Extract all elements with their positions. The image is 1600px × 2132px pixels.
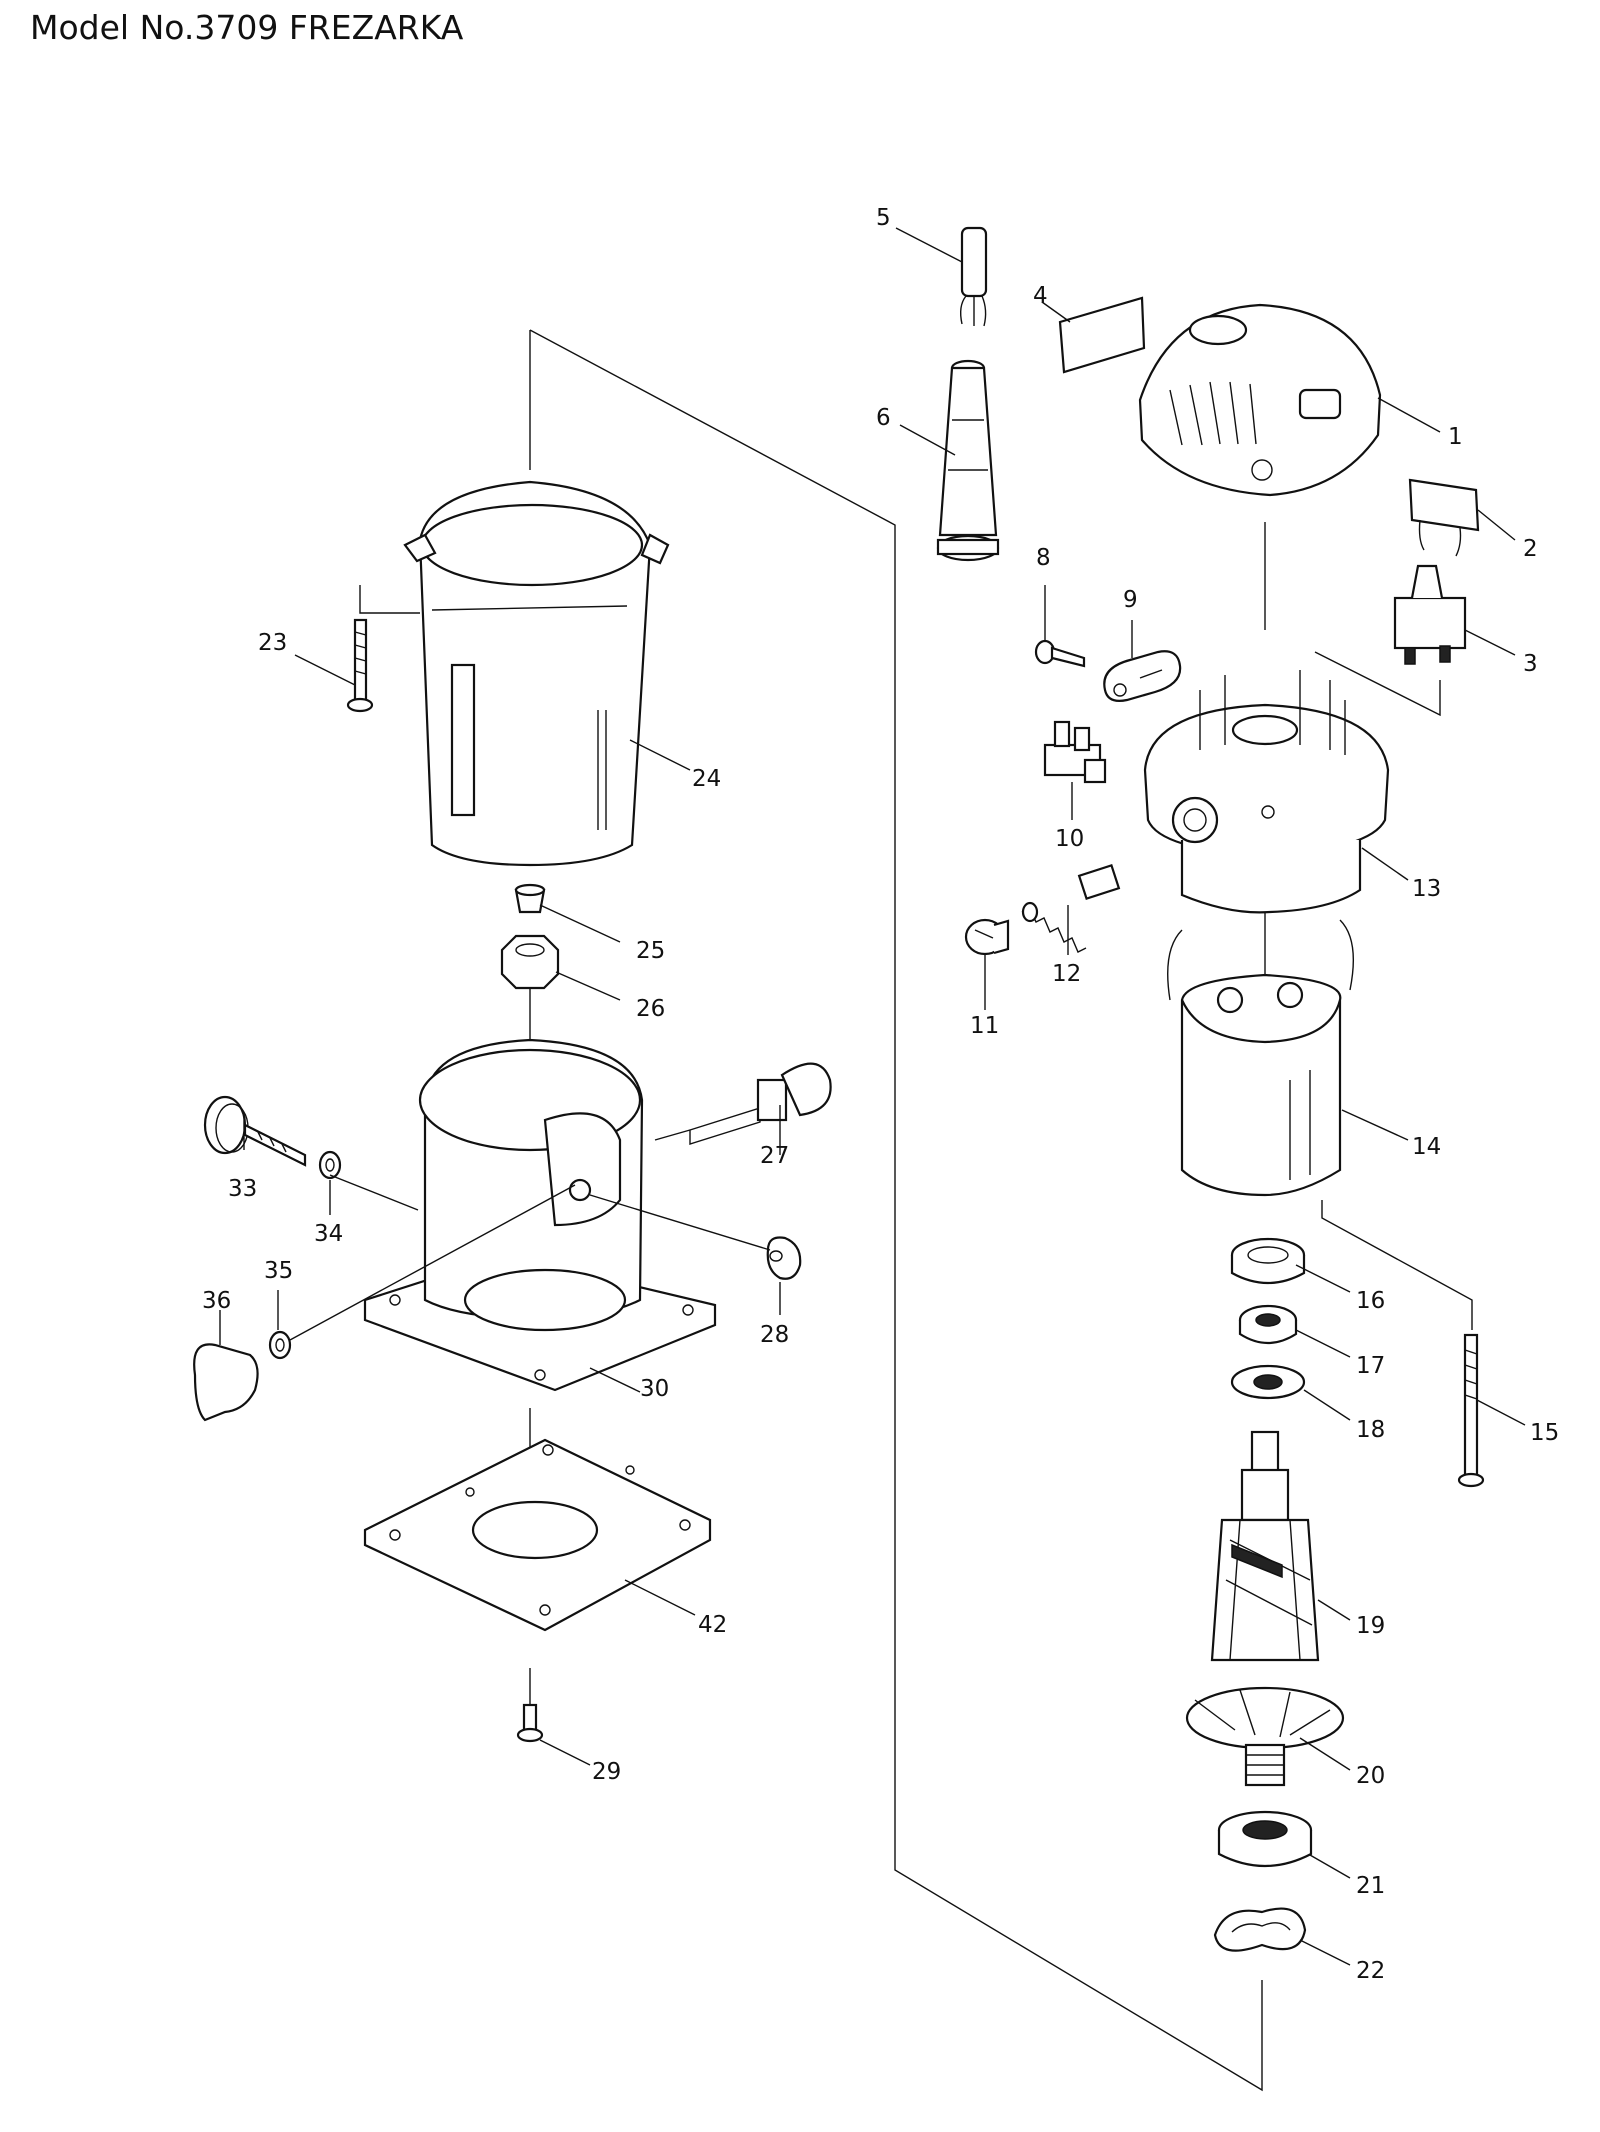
part-30-base: [363, 1038, 717, 1392]
part-14-field: [1167, 919, 1355, 1197]
part-23-screw: [346, 618, 374, 713]
label-part-14: 14: [1412, 1134, 1441, 1160]
label-part-27: 27: [760, 1143, 789, 1169]
label-part-15: 15: [1530, 1420, 1559, 1446]
label-part-13: 13: [1412, 876, 1441, 902]
label-part-6: 6: [876, 405, 891, 431]
part-42-base-plate: [363, 1438, 712, 1632]
label-part-24: 24: [692, 766, 721, 792]
part-5-cord: [959, 226, 988, 327]
part-19-armature: [1210, 1430, 1320, 1662]
page-title: Model No.3709 FREZARKA: [30, 8, 464, 47]
label-part-18: 18: [1356, 1417, 1385, 1443]
part-13-housing: [1143, 670, 1390, 914]
part-33-knob-screw: [203, 1095, 307, 1167]
part-36-wing-knob: [193, 1343, 259, 1422]
part-9-strain-relief: [1103, 650, 1182, 702]
label-part-16: 16: [1356, 1288, 1385, 1314]
label-part-8: 8: [1036, 545, 1051, 571]
part-2-capacitor: [1408, 478, 1480, 557]
label-part-42: 42: [698, 1612, 727, 1638]
part-3-switch: [1393, 564, 1467, 665]
part-12-carbon-brush: [1021, 863, 1121, 953]
part-28-nut: [766, 1236, 802, 1280]
label-part-19: 19: [1356, 1613, 1385, 1639]
label-part-28: 28: [760, 1322, 789, 1348]
part-24-base-housing: [403, 480, 670, 867]
part-10-terminal-block: [1043, 720, 1107, 784]
label-part-29: 29: [592, 1759, 621, 1785]
label-part-35: 35: [264, 1258, 293, 1284]
label-part-20: 20: [1356, 1763, 1385, 1789]
part-8-screw: [1034, 639, 1086, 668]
label-part-21: 21: [1356, 1873, 1385, 1899]
part-22-wave-washer: [1213, 1907, 1307, 1952]
label-part-4: 4: [1033, 283, 1048, 309]
label-part-26: 26: [636, 996, 665, 1022]
part-15-long-screw: [1457, 1333, 1485, 1488]
label-part-25: 25: [636, 938, 665, 964]
part-16-bearing-retainer: [1230, 1237, 1306, 1284]
label-part-5: 5: [876, 205, 891, 231]
label-part-12: 12: [1052, 961, 1081, 987]
part-29-screw: [516, 1703, 544, 1743]
part-25-collet: [514, 883, 546, 914]
part-11-brush-cap: [964, 918, 1010, 956]
part-20-fan: [1185, 1686, 1345, 1787]
label-part-9: 9: [1123, 587, 1138, 613]
leader-lines: [219, 227, 1526, 1966]
label-part-3: 3: [1523, 651, 1538, 677]
part-1-motor-cover: [1138, 303, 1382, 497]
label-part-10: 10: [1055, 826, 1084, 852]
label-part-22: 22: [1356, 1958, 1385, 1984]
label-part-33: 33: [228, 1176, 257, 1202]
label-part-17: 17: [1356, 1353, 1385, 1379]
part-35-washer: [268, 1330, 292, 1360]
label-part-23: 23: [258, 630, 287, 656]
part-27-thumb-screw: [689, 1062, 832, 1145]
label-part-1: 1: [1448, 424, 1463, 450]
label-part-36: 36: [202, 1288, 231, 1314]
part-18-washer: [1230, 1364, 1306, 1400]
label-part-2: 2: [1523, 536, 1538, 562]
part-4-label-plate: [1058, 296, 1146, 374]
part-labels: 5 4 1 2 3 6 8 9 10 11 12 13 14 15 16 17 …: [202, 205, 1559, 1984]
part-21-bearing: [1217, 1810, 1313, 1868]
part-17-bearing: [1238, 1304, 1298, 1345]
part-34-washer: [318, 1150, 342, 1180]
label-part-11: 11: [970, 1013, 999, 1039]
label-part-34: 34: [314, 1221, 343, 1247]
part-26-nut: [500, 934, 560, 990]
label-part-30: 30: [640, 1376, 669, 1402]
part-6-cord-guard: [936, 359, 1000, 562]
